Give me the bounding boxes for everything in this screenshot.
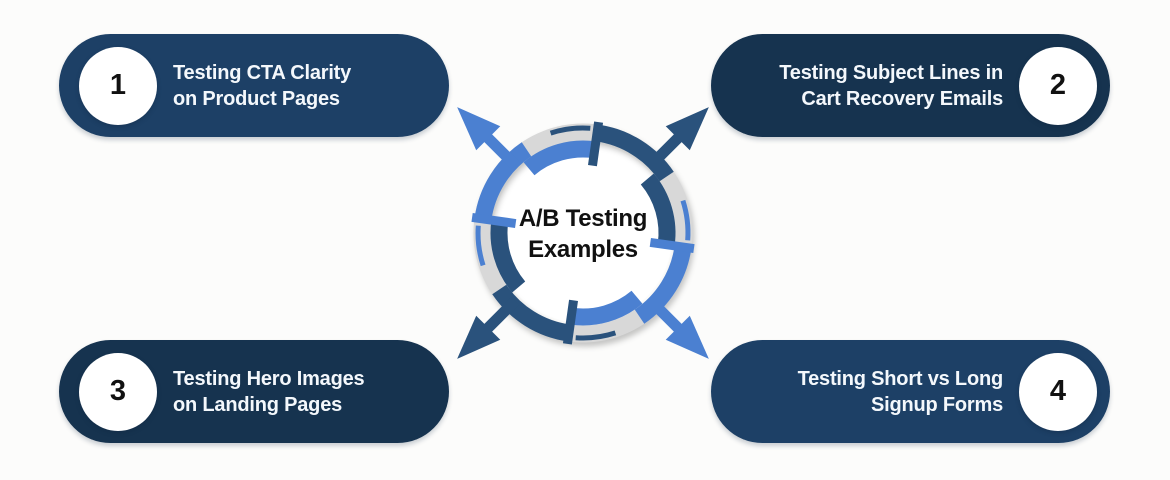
- item-number: 2: [1049, 69, 1067, 101]
- arc-segment-top-right-inner: [640, 173, 676, 246]
- cycle-ring: [473, 123, 693, 343]
- arc-tail-bottom: [575, 330, 617, 341]
- item-number: 3: [109, 375, 127, 407]
- arrow-north-east-icon: [646, 107, 709, 170]
- cycle-diagram: [457, 107, 709, 359]
- item-label-line2: on Product Pages: [173, 87, 340, 110]
- arc-tail-right: [680, 199, 691, 241]
- item-number: 1: [109, 69, 127, 101]
- item-label: Testing Short vs Long Signup Forms: [720, 366, 1019, 418]
- diagram-title: A/B Testing Examples: [473, 203, 693, 265]
- arc-segment-bottom-right-inner: [570, 290, 643, 326]
- arc-tail-top: [549, 125, 591, 136]
- item-pill-2: 2 Testing Subject Lines in Cart Recovery…: [711, 34, 1110, 137]
- arrow-north-west-icon: [457, 107, 520, 170]
- diagram-title-line2: Examples: [528, 236, 638, 263]
- item-label-line2: Cart Recovery Emails: [801, 87, 1003, 110]
- item-label-line2: on Landing Pages: [173, 393, 343, 416]
- arrow-south-west-icon: [457, 296, 520, 359]
- item-label: Testing Hero Images on Landing Pages: [157, 366, 447, 418]
- arc-segment-bottom-left: [492, 284, 571, 342]
- item-label-line1: Testing Hero Images: [173, 367, 365, 390]
- item-number-badge: 2: [1019, 46, 1097, 125]
- item-pill-1: 1 Testing CTA Clarity on Product Pages: [59, 34, 449, 137]
- item-label: Testing Subject Lines in Cart Recovery E…: [720, 60, 1019, 112]
- item-pill-4: 4 Testing Short vs Long Signup Forms: [711, 340, 1110, 443]
- arrow-south-east-icon: [646, 296, 709, 359]
- arc-segment-top-left: [474, 142, 532, 221]
- item-pill-3: 3 Testing Hero Images on Landing Pages: [59, 340, 449, 443]
- item-number-badge: 3: [79, 352, 157, 431]
- hub-circle: [493, 143, 673, 323]
- item-number: 4: [1049, 375, 1067, 407]
- item-label: Testing CTA Clarity on Product Pages: [157, 60, 447, 112]
- diagram-title-line1: A/B Testing: [518, 205, 648, 232]
- item-label-line2: Signup Forms: [870, 393, 1003, 416]
- item-number-badge: 4: [1019, 352, 1097, 431]
- arc-step-left: [471, 212, 517, 228]
- item-number-badge: 1: [79, 46, 157, 125]
- arc-segment-bottom-right: [634, 245, 692, 324]
- arc-step-right: [649, 238, 695, 254]
- arc-segment-bottom-left-inner: [490, 220, 526, 293]
- item-label-line1: Testing Subject Lines in: [779, 61, 1003, 84]
- arc-segment-top-left-inner: [523, 140, 596, 176]
- item-label-line1: Testing Short vs Long: [797, 367, 1004, 390]
- arc-step-top: [588, 121, 604, 167]
- arc-step-bottom: [562, 299, 578, 345]
- item-label-line1: Testing CTA Clarity: [173, 61, 352, 84]
- arc-segment-top-right: [595, 124, 674, 182]
- arc-tail-left: [475, 225, 486, 267]
